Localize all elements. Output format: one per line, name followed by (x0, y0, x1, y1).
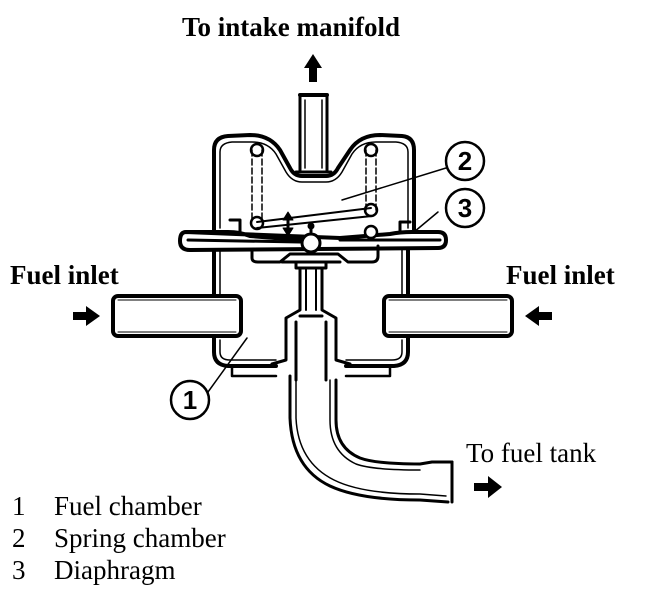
leader-line-2 (341, 167, 447, 201)
arrow-right-icon (73, 306, 100, 326)
legend-label: Fuel chamber (54, 491, 202, 521)
leader-line-3 (413, 211, 439, 233)
legend-item: 2 Spring chamber (12, 522, 226, 554)
inlet-tube-left (111, 294, 243, 338)
callout-number-3: 3 (458, 193, 472, 223)
callout-circle-1 (169, 379, 211, 421)
arrow-right-icon (474, 476, 502, 498)
fuel-tank-label: To fuel tank (466, 438, 597, 468)
leader-line-1 (207, 337, 248, 393)
legend: 1 Fuel chamber 2 Spring chamber 3 Diaphr… (12, 490, 226, 586)
lower-housing (212, 248, 410, 378)
legend-number: 1 (12, 491, 26, 521)
callout-circle-2 (444, 140, 486, 182)
diaphragm-motion-arrow (282, 211, 294, 237)
legend-item: 3 Diaphragm (12, 554, 226, 586)
return-pipe (288, 374, 454, 504)
arrow-left-icon (525, 306, 552, 326)
legend-number: 2 (12, 523, 26, 553)
callout-circle-3 (444, 187, 486, 229)
fuel-inlet-right-label: Fuel inlet (506, 260, 615, 290)
legend-label: Spring chamber (54, 523, 226, 553)
lever-plate (256, 207, 373, 229)
legend-number: 3 (12, 555, 26, 585)
callout-number-2: 2 (458, 146, 472, 176)
diaphragm-flange (178, 218, 448, 252)
legend-item: 1 Fuel chamber (12, 490, 226, 522)
vacuum-nipple (294, 93, 333, 174)
legend-label: Diaphragm (54, 555, 176, 585)
spring-guides (249, 142, 379, 231)
valve-chamber (250, 222, 380, 270)
fuel-inlet-left-label: Fuel inlet (10, 260, 119, 290)
arrow-up-icon (304, 54, 322, 82)
callout-number-1: 1 (183, 385, 197, 415)
return-tube-body (270, 266, 352, 382)
upper-cover (212, 133, 416, 232)
inlet-tube-right (382, 294, 514, 338)
intake-manifold-label: To intake manifold (182, 12, 401, 42)
